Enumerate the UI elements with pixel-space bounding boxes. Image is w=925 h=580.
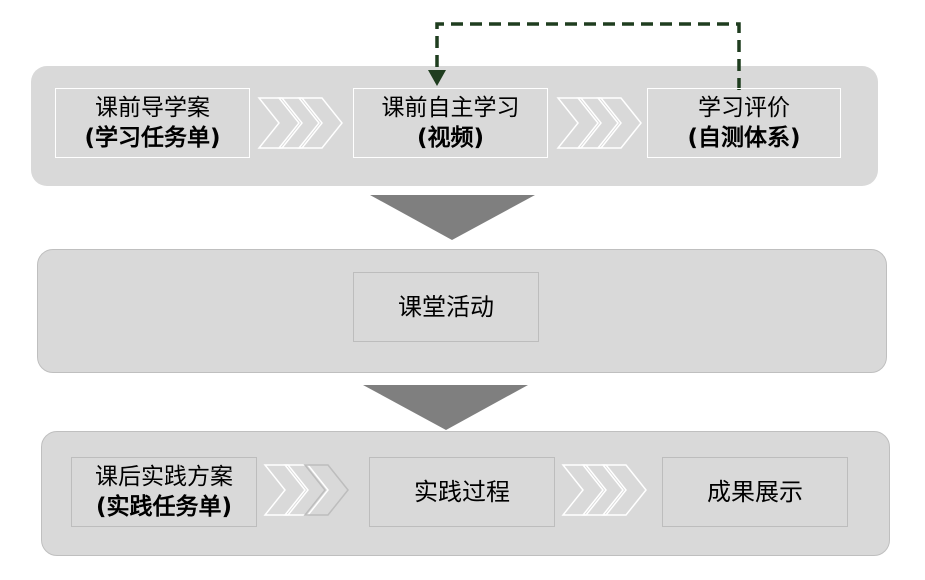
pre-class-guide-subtitle: (学习任务单) [84,125,221,151]
chevron-group-3 [263,464,349,516]
pre-class-guide-box: 课前导学案 (学习任务单) [55,88,250,158]
practice-process-box: 实践过程 [369,457,555,527]
after-class-plan-subtitle: (实践任务单) [95,494,233,520]
chevron-group-4 [561,464,647,516]
pre-class-self-study-title: 课前自主学习 [381,95,520,121]
learning-evaluation-subtitle: (自测体系) [687,125,801,151]
stage-panel-after-class [41,431,890,556]
pre-class-self-study-box: 课前自主学习 (视频) [353,88,548,158]
pre-class-guide-title: 课前导学案 [95,95,210,121]
classroom-activity-box: 课堂活动 [353,272,539,342]
practice-process-label: 实践过程 [414,478,510,506]
stage-panel-pre-class [31,66,878,186]
after-class-plan-title: 课后实践方案 [95,464,233,490]
down-arrow-1 [370,195,535,240]
down-arrow-2 [363,385,528,430]
results-display-label: 成果展示 [707,478,803,506]
chevron-group-1 [257,97,343,149]
stage-panel-in-class [37,249,887,373]
chevron-group-2 [556,97,642,149]
classroom-activity-label: 课堂活动 [398,293,494,321]
pre-class-self-study-subtitle: (视频) [416,125,485,151]
learning-evaluation-title: 学习评价 [698,95,790,121]
results-display-box: 成果展示 [662,457,848,527]
learning-evaluation-box: 学习评价 (自测体系) [647,88,841,158]
feedback-arrow [428,22,741,90]
after-class-plan-box: 课后实践方案 (实践任务单) [71,457,257,527]
